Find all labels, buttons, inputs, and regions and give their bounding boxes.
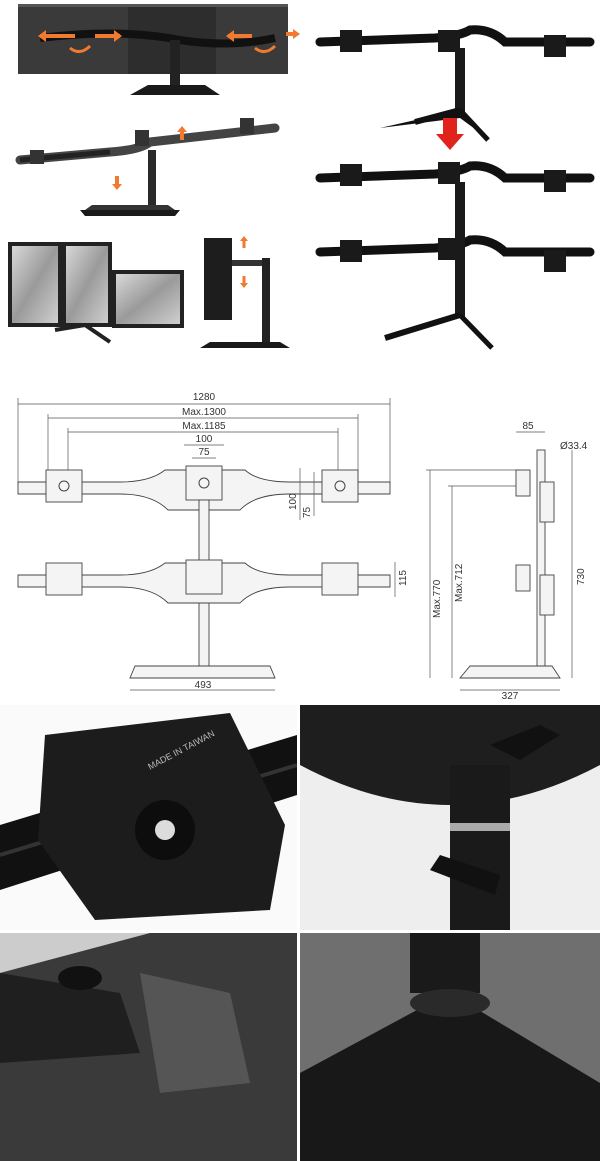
dim-pole-diameter: Ø33.4: [560, 441, 588, 452]
dim-vesa-75: 75: [198, 447, 210, 458]
dim-max-770: Max.770: [432, 579, 443, 618]
closeup-vesa-plate: MADE IN TAIWAN: [0, 705, 297, 930]
dim-vesa-100: 100: [196, 434, 213, 445]
dim-327: 327: [502, 691, 519, 700]
closeup-arm-joint: [0, 933, 297, 1161]
photo-tier-expansion: [300, 0, 600, 355]
dim-max-712: Max.712: [454, 563, 465, 602]
photo-triple-monitors: [0, 0, 300, 105]
dim-max-1185: Max.1185: [182, 421, 226, 432]
dimension-drawing: 1280 Max.1300 Max.1185 100 75 100 75: [0, 370, 600, 700]
double-tier-stand: [315, 161, 595, 350]
dim-115: 115: [398, 570, 409, 586]
dim-max-1300: Max.1300: [182, 407, 226, 418]
red-down-arrow: [436, 118, 464, 150]
dim-1280: 1280: [193, 392, 216, 403]
dim-vesa-v-100: 100: [288, 493, 299, 510]
photo-portrait-landscape: [0, 230, 300, 355]
photo-stand-tilt: [0, 110, 300, 225]
closeup-base-foot: [300, 933, 600, 1161]
dim-730: 730: [576, 568, 587, 585]
dim-493: 493: [195, 680, 212, 691]
closeup-pole-clamps: [300, 705, 600, 930]
dim-85: 85: [522, 421, 534, 432]
dim-vesa-v-75: 75: [302, 506, 313, 518]
single-tier-stand: [315, 25, 595, 142]
